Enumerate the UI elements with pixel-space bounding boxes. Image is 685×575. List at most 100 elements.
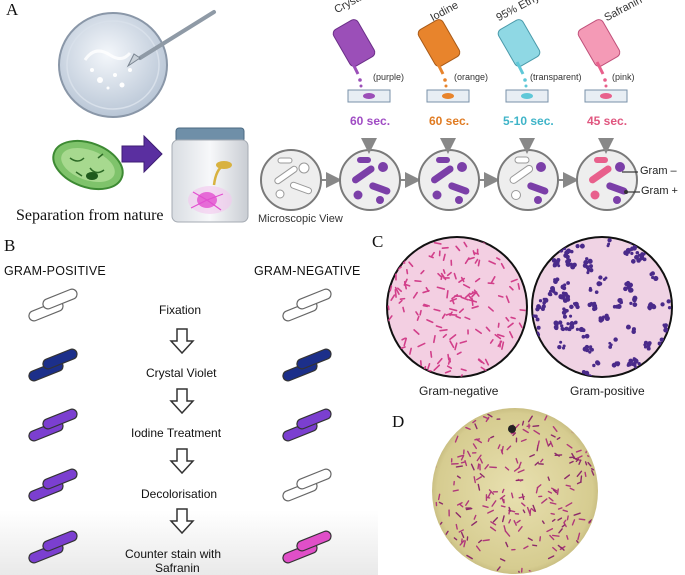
gram-positive-coccus	[596, 281, 602, 287]
gram-positive-coccus	[657, 237, 661, 241]
gram-negative-rod	[449, 311, 453, 317]
panel-d-rod	[588, 531, 593, 536]
reagent-color-pink: (pink)	[612, 72, 635, 82]
panel-d-rod	[464, 460, 468, 467]
gram-negative-rod	[508, 369, 513, 377]
gram-negative-rod	[296, 348, 332, 370]
reagent-crystal-violet	[332, 19, 391, 154]
gram-positive-coccus	[635, 250, 640, 255]
gram-positive-rod	[42, 530, 78, 552]
panel-d-rod	[458, 529, 464, 533]
panel-d-rod	[541, 498, 548, 504]
gram-negative-rod	[441, 246, 449, 249]
gram-positive-coccus	[629, 301, 633, 305]
panel-d-rod	[501, 445, 504, 454]
gram-negative-rod	[449, 340, 455, 349]
panel-d-rod	[456, 475, 461, 479]
panel-d-rod	[435, 421, 439, 430]
gram-negative-rod	[462, 283, 471, 289]
gram-positive-coccus	[647, 304, 653, 310]
gram-negative-rod	[420, 269, 425, 275]
panel-d-rod	[564, 474, 571, 480]
gram-negative-rod	[445, 313, 451, 316]
panel-d-rod	[463, 449, 465, 455]
panel-d-rod	[510, 432, 516, 435]
panel-d-rod	[526, 425, 531, 428]
gram-negative-rod	[390, 294, 396, 301]
panel-d-rod	[549, 534, 555, 541]
gram-negative-rod	[488, 260, 496, 265]
gram-negative-rod	[500, 262, 505, 269]
panel-d-rod	[492, 491, 499, 493]
gram-negative-rod	[400, 238, 407, 246]
gram-positive-rod	[42, 408, 78, 430]
panel-d-rod	[517, 526, 523, 532]
gram-negative-rod	[451, 299, 455, 305]
gram-positive-coccus	[561, 346, 566, 350]
gram-negative-rod	[387, 258, 392, 266]
gram-negative-rod	[433, 241, 442, 245]
reagent-color-purple: (purple)	[373, 72, 405, 82]
panel-d-rod	[433, 553, 434, 558]
gram-positive-coccus	[587, 302, 592, 308]
panel-d-rod	[504, 530, 511, 537]
gram-negative-header: GRAM-NEGATIVE	[254, 264, 361, 278]
panel-d-rod	[433, 539, 436, 542]
gram-positive-coccus	[582, 263, 588, 268]
panel-d-rod	[556, 437, 561, 440]
panel-d-rod	[512, 432, 517, 437]
panel-d-rod	[538, 495, 543, 498]
gram-positive-coccus	[561, 244, 565, 248]
gram-positive-coccus	[545, 251, 549, 255]
gram-positive-coccus	[592, 363, 596, 368]
gram-negative-rod	[448, 357, 452, 363]
gram-negative-rod	[507, 322, 514, 328]
gram-positive-coccus	[555, 363, 561, 368]
gram-negative-pointer-label: Gram –	[640, 165, 677, 177]
arrow-icon	[121, 134, 163, 174]
gram-positive-coccus	[606, 244, 610, 248]
gram-positive-coccus	[553, 244, 557, 249]
panel-d-rod	[527, 537, 533, 541]
gram-negative-rod	[510, 316, 516, 320]
panel-label-d: D	[392, 412, 405, 431]
gram-positive-coccus	[663, 323, 668, 328]
gram-negative-rod	[416, 315, 420, 321]
panel-d-rod	[500, 505, 506, 508]
panel-d-rod	[510, 492, 514, 499]
panel-d-rod	[433, 553, 436, 559]
panel-d-rod	[482, 505, 489, 509]
panel-d-rod	[575, 458, 580, 463]
panel-d-rod	[585, 568, 588, 573]
gram-negative-rod	[458, 277, 466, 283]
panel-d-rod	[489, 526, 497, 532]
gram-negative-rod	[505, 295, 510, 304]
panel-d-rod	[532, 425, 540, 427]
step-iodine-treatment: Iodine Treatment	[131, 426, 222, 440]
panel-d-rod	[557, 544, 563, 550]
gram-negative-rod	[475, 328, 482, 335]
panel-d-rod	[557, 517, 563, 521]
gram-positive-coccus	[569, 304, 574, 310]
gram-negative-rod	[449, 308, 458, 312]
gram-positive-coccus	[643, 343, 647, 347]
gram-negative-rod	[415, 311, 419, 316]
panel-d-rod	[565, 502, 573, 507]
panel-d-rod	[479, 458, 483, 464]
gram-positive-coccus	[581, 370, 586, 374]
gram-negative-rod	[458, 374, 463, 377]
panel-d-rod	[517, 478, 522, 482]
panel-d-rod	[552, 546, 558, 552]
gram-positive-coccus	[667, 305, 672, 310]
gram-negative-rod	[411, 243, 417, 246]
panel-d-rod	[454, 435, 459, 443]
gram-negative-rod	[496, 333, 505, 338]
gram-negative-rod	[433, 308, 441, 312]
panel-d-rod	[575, 418, 583, 423]
gram-negative-rod	[454, 342, 458, 351]
gram-positive-coccus	[564, 326, 569, 331]
panel-d-rod	[588, 519, 593, 523]
gram-negative-rod	[397, 266, 402, 271]
panel-d-rod	[433, 410, 434, 416]
panel-d-rod	[508, 506, 511, 512]
